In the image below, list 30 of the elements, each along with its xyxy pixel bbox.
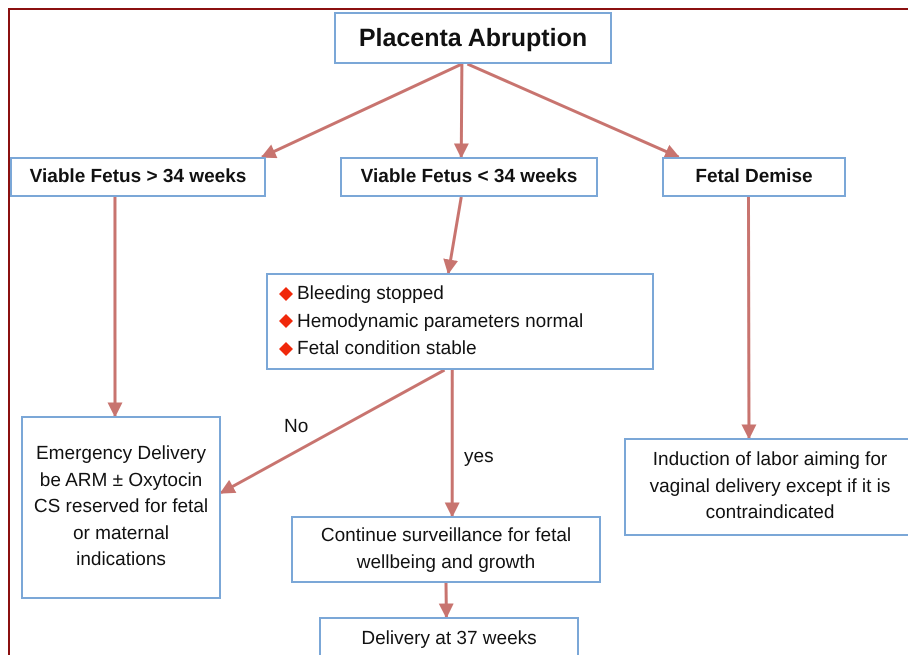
arrow	[454, 64, 469, 158]
box-text: Placenta Abruption	[358, 22, 588, 54]
box-text: Induction of labor aiming for vaginal delivery except if it is contraindicated	[648, 448, 892, 526]
condition-text: Hemodynamic parameters normal	[297, 310, 584, 334]
arrow	[220, 368, 446, 494]
arrow	[466, 62, 680, 158]
checklist-box	[266, 273, 654, 370]
arrow	[444, 370, 460, 518]
condition-text: Fetal condition stable	[297, 337, 477, 362]
process-box	[662, 157, 846, 197]
box-text: Fetal Demise	[695, 164, 813, 189]
arrow	[260, 62, 463, 158]
condition-text: Bleeding stopped	[297, 282, 444, 306]
process-box	[340, 157, 598, 197]
box-text: Viable Fetus > 34 weeks	[30, 164, 246, 189]
process-box	[10, 157, 266, 197]
arrow	[443, 196, 463, 274]
process-box	[334, 12, 612, 64]
arrow	[108, 197, 122, 418]
box-text: Continue surveillance for fetal wellbeing and growth	[320, 524, 572, 574]
arrow	[438, 582, 454, 618]
process-box	[624, 438, 908, 536]
box-text: CS reserved for fetal or maternal indications	[32, 495, 210, 572]
box-text: Emergency Delivery be ARM ± Oxytocin	[35, 442, 207, 493]
box-text: Viable Fetus < 34 weeks	[360, 164, 578, 189]
arrow	[741, 197, 756, 440]
process-box	[21, 416, 221, 599]
process-box	[291, 516, 601, 583]
process-box	[319, 617, 579, 655]
box-text: Delivery at 37 weeks	[361, 627, 537, 652]
